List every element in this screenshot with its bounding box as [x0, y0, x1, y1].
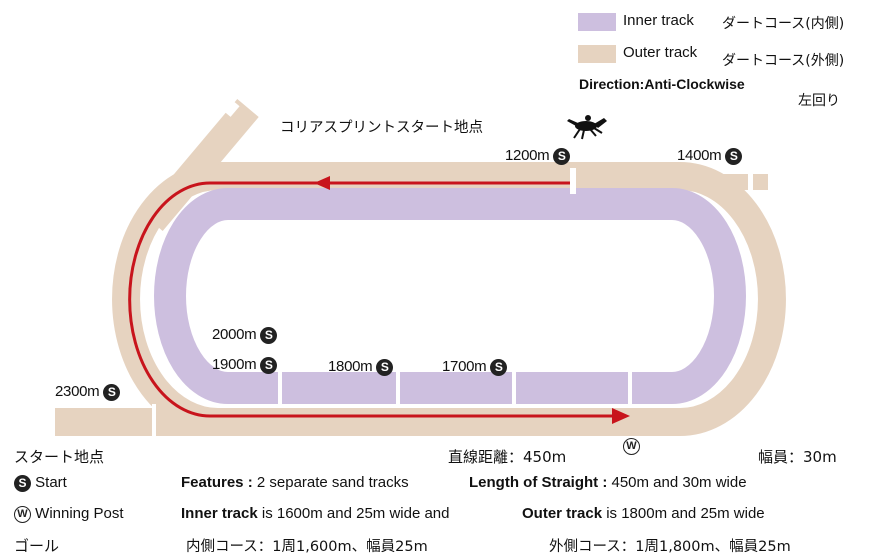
- start-2000: 2000m S: [212, 326, 278, 344]
- start-icon: S: [490, 358, 508, 376]
- start-1900: 1900m S: [212, 356, 278, 374]
- width-jp: 幅員：30m: [758, 448, 837, 466]
- start-icon: S: [260, 326, 278, 344]
- outer-course-jp: 外側コース：1周1,800m、幅員25m: [549, 539, 791, 555]
- arrow-head-bottom: [612, 408, 630, 424]
- legend-outer-jp: ダートコース(外側): [722, 53, 845, 69]
- horse-icon: [567, 115, 607, 140]
- legend-outer-swatch: [578, 45, 616, 63]
- outer-straight-extension: [55, 408, 235, 436]
- start-legend: S Start: [14, 474, 67, 492]
- start-2000-label: 2000m: [212, 326, 257, 343]
- direction-label: Direction:Anti-Clockwise: [579, 76, 745, 92]
- spur-chute: [141, 98, 259, 232]
- legend-inner-jp: ダートコース(内側): [722, 16, 845, 32]
- spur-start-label: コリアスプリントスタート地点: [280, 120, 483, 136]
- legend-outer-label: Outer track: [623, 44, 698, 61]
- outer-track-line: Outer track is 1800m and 25m wide: [522, 505, 765, 522]
- start-legend-label: Start: [35, 474, 67, 491]
- winning-post-label: Winning Post: [35, 505, 124, 522]
- gate-gap: [570, 168, 576, 194]
- start-1400: 1400m S: [677, 147, 743, 165]
- winning-post-icon: W: [14, 505, 31, 523]
- start-icon: S: [553, 147, 571, 165]
- inner-track-text: is 1600m and 25m wide and: [261, 505, 450, 522]
- gate-gap: [224, 101, 240, 117]
- outer-track: [112, 162, 786, 436]
- inner-track-line: Inner track is 1600m and 25m wide and: [181, 505, 450, 522]
- start-1200: 1200m S: [505, 147, 571, 165]
- winning-post-icon: W: [623, 438, 640, 456]
- start-icon: S: [725, 147, 743, 165]
- direction-jp: 左回り: [798, 93, 840, 109]
- features-text: 2 separate sand tracks: [256, 474, 409, 491]
- winning-post-legend: W Winning Post: [14, 505, 124, 523]
- start-1800: 1800m S: [328, 358, 394, 376]
- start-icon: S: [260, 356, 278, 374]
- inner-course-jp: 内側コース：1周1,600m、幅員25m: [186, 539, 428, 555]
- gate-gap: [396, 372, 400, 406]
- legend-inner-swatch: [578, 13, 616, 31]
- features-line: Features : 2 separate sand tracks: [181, 474, 409, 491]
- gate-gap: [748, 170, 753, 192]
- start-icon: S: [376, 358, 394, 376]
- start-1700: 1700m S: [442, 358, 508, 376]
- outer-track-text: is 1800m and 25m wide: [606, 505, 765, 522]
- goal-jp: ゴール: [14, 537, 60, 555]
- outer-back-extension: [578, 174, 768, 190]
- start-1900-label: 1900m: [212, 356, 257, 373]
- start-1200-label: 1200m: [505, 147, 550, 164]
- straight-label: Length of Straight :: [469, 474, 608, 491]
- gate-gap: [152, 404, 156, 438]
- straight-line: Length of Straight : 450m and 30m wide: [469, 474, 747, 491]
- straight-text: 450m and 30m wide: [611, 474, 747, 491]
- gate-gap: [628, 372, 632, 406]
- direction-arrow: [128, 181, 620, 418]
- inner-track-label: Inner track: [181, 505, 258, 522]
- features-label: Features :: [181, 474, 253, 491]
- start-2300: 2300m S: [55, 383, 121, 401]
- start-2300-label: 2300m: [55, 383, 100, 400]
- start-1800-label: 1800m: [328, 358, 373, 375]
- winning-post-marker: W: [623, 438, 640, 456]
- start-1400-label: 1400m: [677, 147, 722, 164]
- gate-gap: [278, 372, 282, 406]
- start-icon: S: [14, 474, 31, 492]
- start-1700-label: 1700m: [442, 358, 487, 375]
- legend-inner-label: Inner track: [623, 12, 694, 29]
- start-icon: S: [103, 383, 121, 401]
- straight-jp: 直線距離：450m: [448, 448, 567, 466]
- gate-gap: [512, 372, 516, 406]
- arrow-head-top: [314, 176, 330, 190]
- outer-track-label: Outer track: [522, 505, 603, 522]
- start-point-jp: スタート地点: [14, 448, 105, 466]
- inner-track: [154, 188, 746, 404]
